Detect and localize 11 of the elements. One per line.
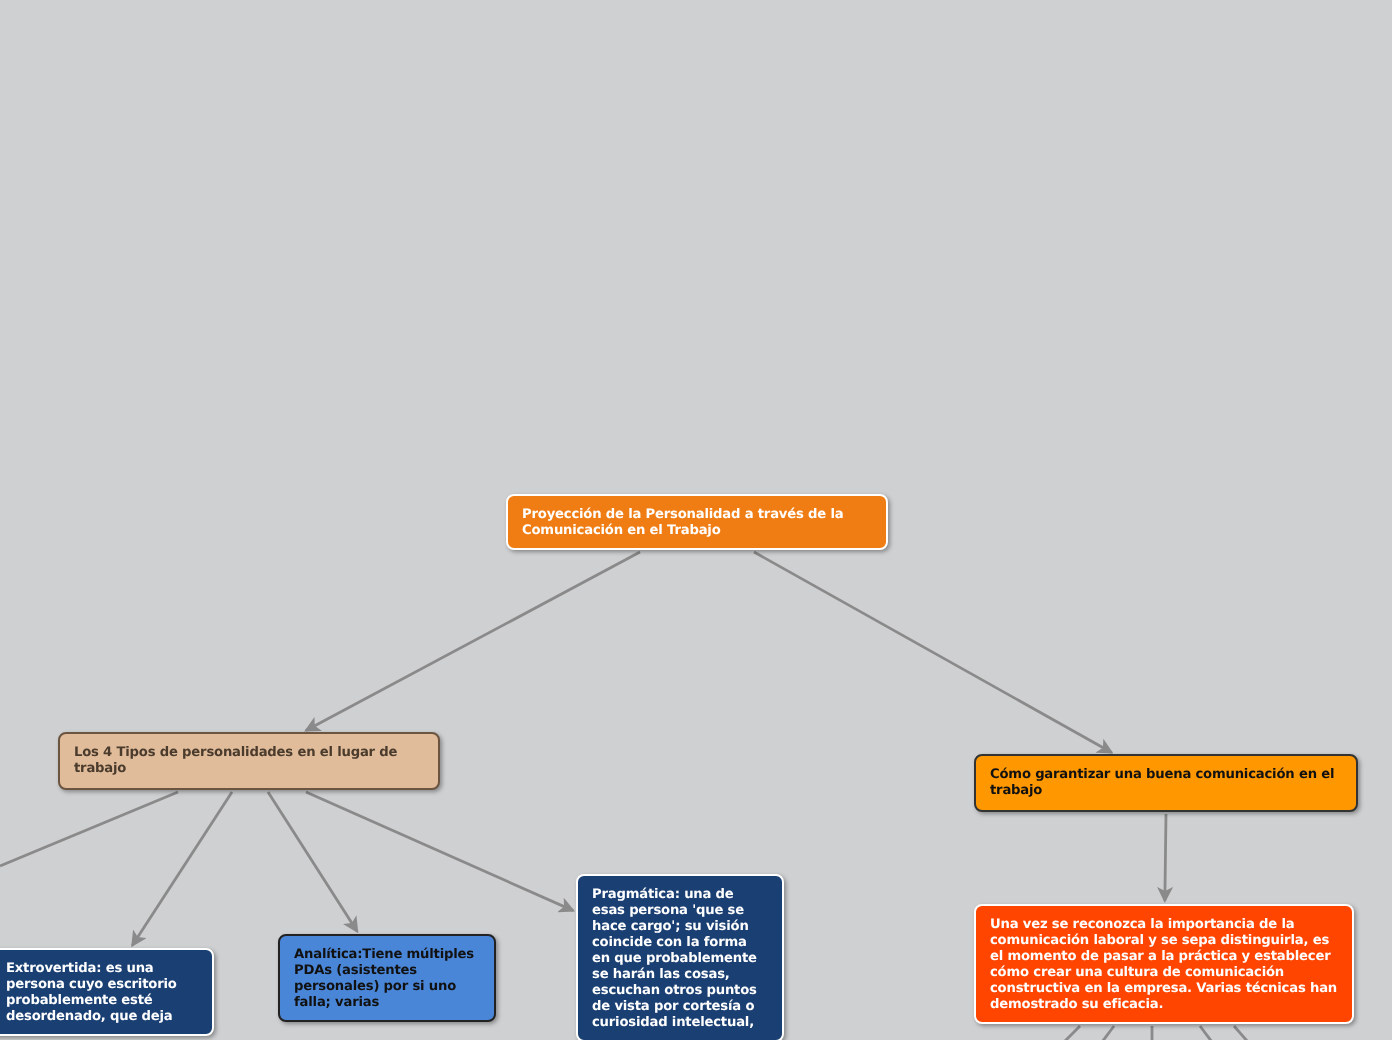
arrow [753,550,1114,754]
arrow [266,791,359,934]
arrow [131,791,234,948]
connector-line [0,790,179,868]
arrow [304,550,641,732]
arrow [305,790,576,913]
connector-line [1100,1025,1116,1040]
connector-line [1063,1025,1081,1040]
connector-line [1198,1025,1214,1040]
connector-line [1232,1025,1250,1040]
arrow [1157,814,1174,903]
